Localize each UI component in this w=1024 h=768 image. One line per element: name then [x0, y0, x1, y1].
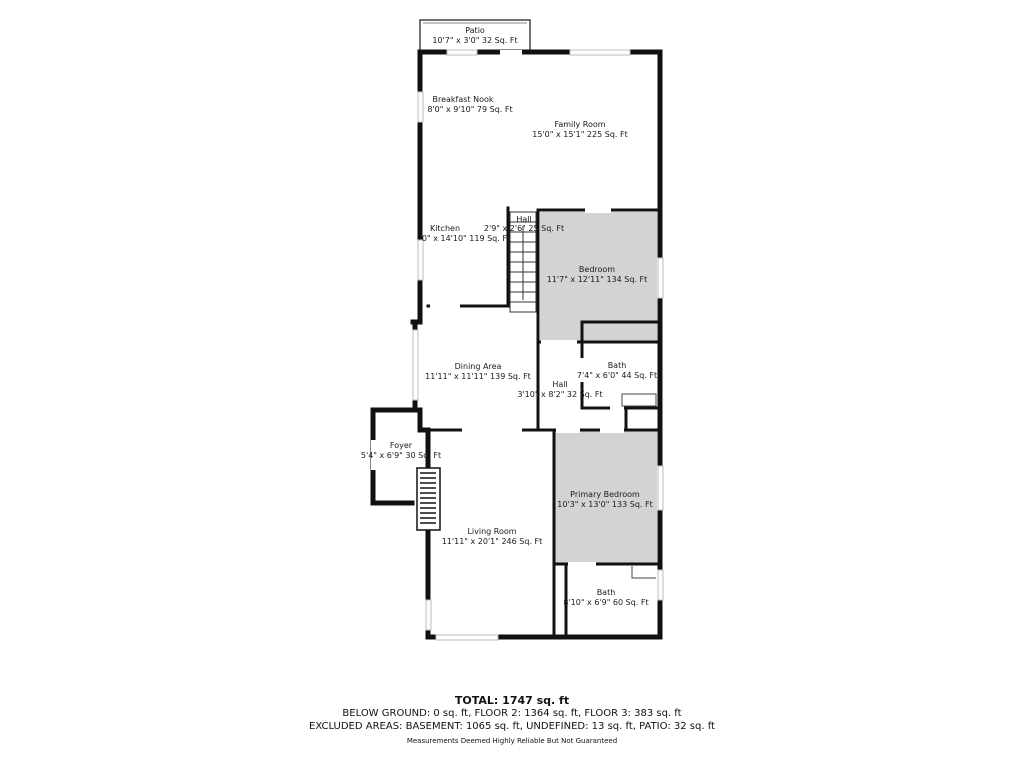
- living-room-dims: 11'11" x 20'1" 246 Sq. Ft: [442, 537, 543, 546]
- dining-area-dims: 11'11" x 11'11" 139 Sq. Ft: [425, 372, 531, 381]
- foyer-dims: 5'4" x 6'9" 30 Sq. Ft: [361, 451, 441, 460]
- family-room-dims: 15'0" x 15'1" 225 Sq. Ft: [532, 130, 627, 139]
- primary-bedroom-name: Primary Bedroom: [570, 490, 640, 499]
- primary-bedroom-dims: 10'3" x 13'0" 133 Sq. Ft: [557, 500, 652, 509]
- fireplace: [416, 467, 441, 531]
- bedroom-fill: [540, 212, 657, 342]
- area-summary: TOTAL: 1747 sq. ft BELOW GROUND: 0 sq. f…: [0, 694, 1024, 748]
- door-openings: [371, 50, 624, 567]
- excluded-areas: EXCLUDED AREAS: BASEMENT: 1065 sq. ft, U…: [309, 721, 715, 732]
- windows: [412, 49, 664, 641]
- kitchen-dims: 0" x 14'10" 119 Sq. Ft: [422, 234, 510, 243]
- disclaimer: Measurements Deemed Highly Reliable But …: [406, 737, 618, 745]
- bedroom-name: Bedroom: [579, 265, 615, 274]
- below-ground-floors: BELOW GROUND: 0 sq. ft, FLOOR 2: 1364 sq…: [342, 708, 682, 719]
- living-room-name: Living Room: [467, 527, 516, 536]
- patio-dims: 10'7" x 3'0" 32 Sq. Ft: [432, 36, 517, 45]
- kitchen-name: Kitchen: [430, 224, 460, 233]
- bath-upper-name: Bath: [608, 361, 627, 370]
- primary-bedroom-fill: [554, 431, 657, 564]
- hall-lower-dims: 3'10" x 8'2" 32 Sq. Ft: [517, 390, 602, 399]
- bedroom-dims: 11'7" x 12'11" 134 Sq. Ft: [547, 275, 648, 284]
- bath-lower-dims: 8'10" x 6'9" 60 Sq. Ft: [563, 598, 648, 607]
- total-area: TOTAL: 1747 sq. ft: [454, 694, 570, 707]
- room-labels: Patio 10'7" x 3'0" 32 Sq. Ft Breakfast N…: [361, 26, 657, 607]
- hall-lower-name: Hall: [552, 380, 567, 389]
- breakfast-nook-name: Breakfast Nook: [432, 95, 493, 104]
- bath-upper-dims: 7'4" x 6'0" 44 Sq. Ft: [577, 371, 657, 380]
- hall-upper-name: Hall: [516, 215, 531, 224]
- bath-lower-name: Bath: [597, 588, 616, 597]
- patio-name: Patio: [465, 26, 485, 35]
- bath-fixtures: [621, 393, 657, 579]
- patio-outline: [419, 19, 531, 52]
- stairs: [509, 211, 537, 313]
- foyer-name: Foyer: [390, 441, 413, 450]
- family-room-name: Family Room: [554, 120, 605, 129]
- floor-plan: Patio 10'7" x 3'0" 32 Sq. Ft Breakfast N…: [361, 19, 664, 641]
- breakfast-nook-dims: 8'0" x 9'10" 79 Sq. Ft: [427, 105, 512, 114]
- dining-area-name: Dining Area: [455, 362, 502, 371]
- hall-upper-dims: 2'9" x 2'6" 25 Sq. Ft: [484, 224, 564, 233]
